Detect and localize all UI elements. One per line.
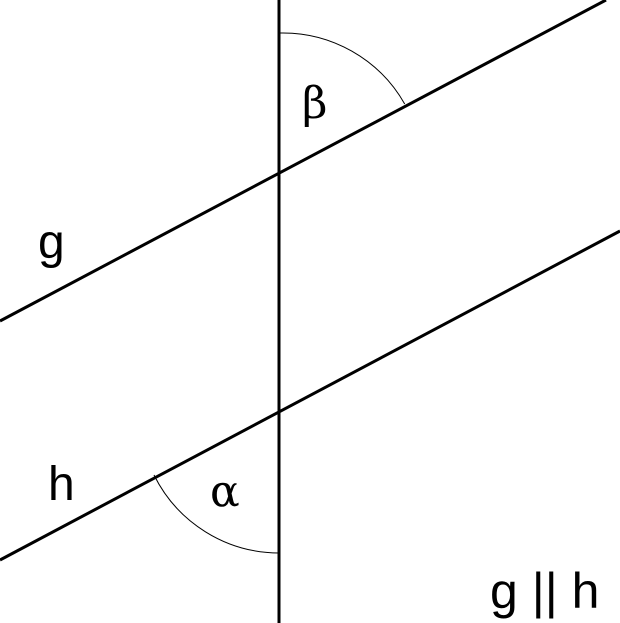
line-g (0, 0, 607, 323)
line-h (0, 229, 620, 562)
caption-parallel: g || h (490, 563, 599, 619)
angle-beta-arc (278, 32, 406, 105)
angle-alpha-arc (153, 474, 280, 554)
label-alpha: α (210, 466, 240, 517)
label-h: h (48, 458, 75, 511)
label-beta: β (302, 78, 327, 129)
label-g: g (38, 216, 65, 269)
